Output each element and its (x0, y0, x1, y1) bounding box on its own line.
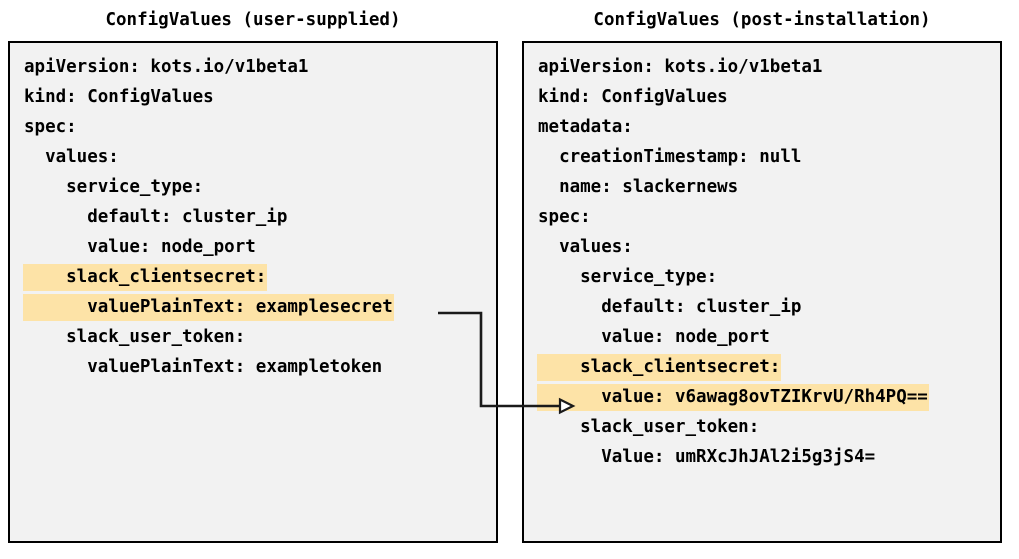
left-code-line: value: node_port (23, 232, 496, 262)
right-config-values-code: apiVersion: kots.io/v1beta1 kind: ConfigV… (537, 52, 1000, 472)
left-code-line: kind: ConfigValues (23, 82, 496, 112)
left-code-line-text: valuePlainText: examplesecret (23, 294, 394, 321)
left-code-line-text: service_type: (24, 177, 204, 197)
right-code-line-text: value: v6awag8ovTZIKrvU/Rh4PQ== (537, 384, 929, 411)
right-code-line: apiVersion: kots.io/v1beta1 (537, 52, 1000, 82)
right-code-line-text: apiVersion: kots.io/v1beta1 (538, 57, 823, 77)
right-code-line-text: values: (538, 237, 633, 257)
right-code-line: value: v6awag8ovTZIKrvU/Rh4PQ== (537, 382, 1000, 412)
left-code-line-text: slack_clientsecret: (23, 264, 268, 291)
left-code-line: valuePlainText: exampletoken (23, 352, 496, 382)
left-code-line: service_type: (23, 172, 496, 202)
right-code-line-text: slack_user_token: (538, 417, 760, 437)
left-code-line-text: spec: (24, 117, 77, 137)
left-code-line-text: values: (24, 147, 119, 167)
left-code-line: default: cluster_ip (23, 202, 496, 232)
right-code-line-text: service_type: (538, 267, 718, 287)
right-code-line: metadata: (537, 112, 1000, 142)
right-code-line-text: slack_clientsecret: (537, 354, 782, 381)
left-code-line: spec: (23, 112, 496, 142)
right-panel-title: ConfigValues (post-installation) (593, 10, 931, 30)
left-panel-title: ConfigValues (user-supplied) (105, 10, 401, 30)
right-code-line: value: node_port (537, 322, 1000, 352)
right-code-line: creationTimestamp: null (537, 142, 1000, 172)
right-code-line-text: Value: umRXcJhJAl2i5g3jS4= (538, 447, 876, 467)
right-code-line-text: spec: (538, 207, 591, 227)
left-code-line: slack_clientsecret: (23, 262, 496, 292)
right-code-line-text: kind: ConfigValues (538, 87, 728, 107)
left-code-line-text: kind: ConfigValues (24, 87, 214, 107)
right-code-line: spec: (537, 202, 1000, 232)
right-code-line: kind: ConfigValues (537, 82, 1000, 112)
right-code-line-text: metadata: (538, 117, 633, 137)
left-code-line-text: valuePlainText: exampletoken (24, 357, 383, 377)
right-code-line-text: default: cluster_ip (538, 297, 802, 317)
right-code-line-text: value: node_port (538, 327, 770, 347)
right-code-line: Value: umRXcJhJAl2i5g3jS4= (537, 442, 1000, 472)
right-code-line: slack_user_token: (537, 412, 1000, 442)
left-code-line-text: apiVersion: kots.io/v1beta1 (24, 57, 309, 77)
left-config-values-box: apiVersion: kots.io/v1beta1 kind: ConfigV… (8, 41, 498, 543)
right-code-line: default: cluster_ip (537, 292, 1000, 322)
left-code-line: values: (23, 142, 496, 172)
left-code-line: valuePlainText: examplesecret (23, 292, 496, 322)
left-code-line-text: slack_user_token: (24, 327, 246, 347)
right-config-values-box: apiVersion: kots.io/v1beta1 kind: ConfigV… (522, 41, 1002, 543)
left-config-values-code: apiVersion: kots.io/v1beta1 kind: ConfigV… (23, 52, 496, 382)
right-code-line: slack_clientsecret: (537, 352, 1000, 382)
right-code-line-text: name: slackernews (538, 177, 739, 197)
left-code-line: apiVersion: kots.io/v1beta1 (23, 52, 496, 82)
right-code-line: values: (537, 232, 1000, 262)
left-code-line: slack_user_token: (23, 322, 496, 352)
right-code-line: service_type: (537, 262, 1000, 292)
left-code-line-text: value: node_port (24, 237, 256, 257)
right-code-line: name: slackernews (537, 172, 1000, 202)
left-code-line-text: default: cluster_ip (24, 207, 288, 227)
right-code-line-text: creationTimestamp: null (538, 147, 802, 167)
